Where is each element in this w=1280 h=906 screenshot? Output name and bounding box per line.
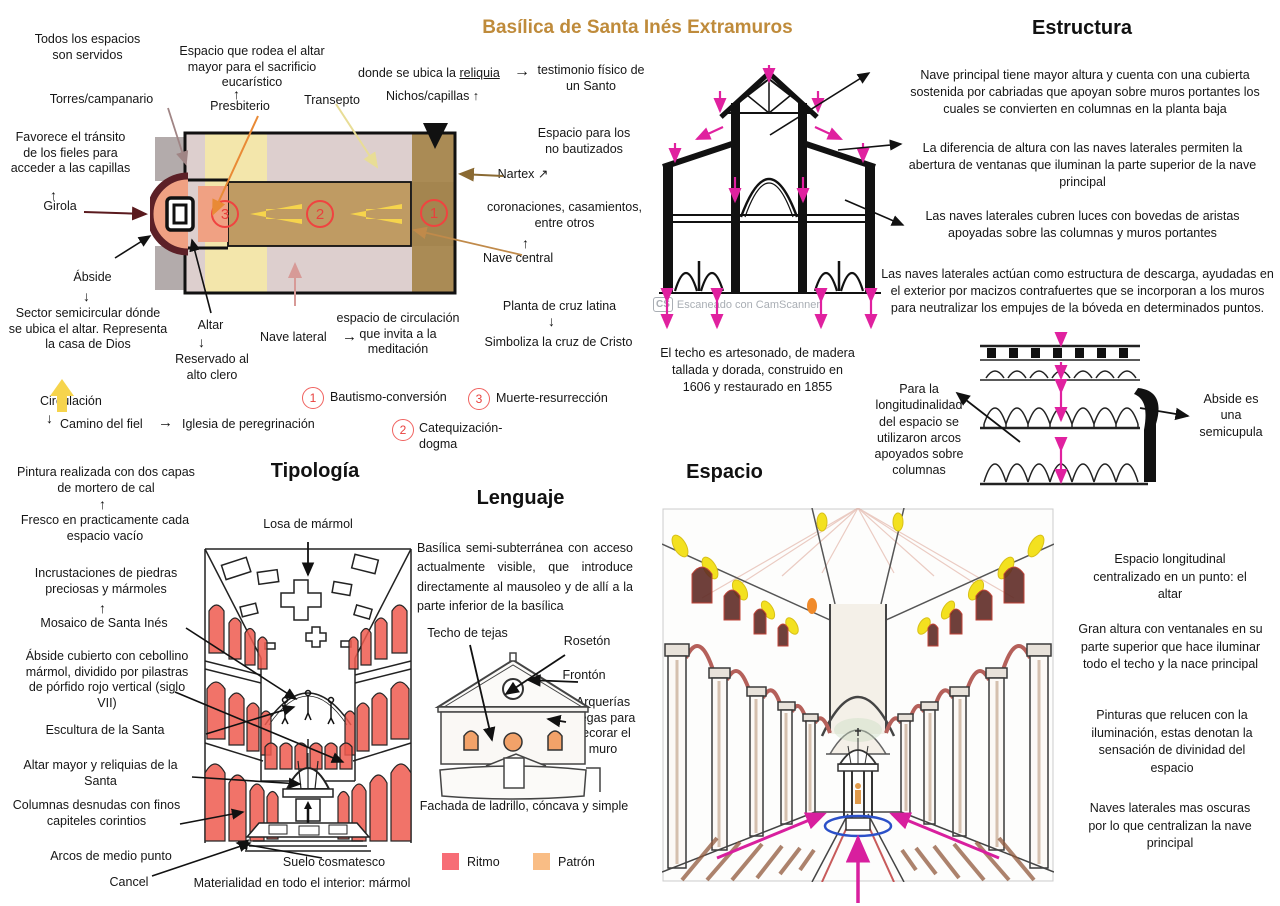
label-altar-mayor: Altar mayor y reliquias de la Santa [23, 758, 178, 788]
label-sector-semicircular: Sector semicircular dónde se ubica el al… [8, 306, 168, 351]
label-donde-reliquia: donde se ubica la reliquia [358, 66, 500, 80]
espacio-paragraph-1: Espacio longitudinal centralizado en un … [1093, 552, 1247, 601]
label-losa-marmol: Losa de mármol [263, 517, 353, 531]
arrow-up-nave-central: ↑ [522, 235, 529, 251]
label-favorece-transito: Favorece el tránsito de los fieles para … [10, 130, 131, 175]
label-mosaico: Mosaico de Santa Inés [40, 616, 168, 630]
label-simboliza-cruz: Simboliza la cruz de Cristo [484, 335, 633, 349]
label-abside-cebollino: Ábside cubierto con cebollino mármol, di… [25, 649, 189, 710]
arcade-elevation-drawing [980, 332, 1159, 486]
arrow-down-altar: ↓ [198, 334, 205, 350]
plan-step-2: 2 [316, 206, 324, 223]
legend-circle-3: 3 [468, 388, 490, 410]
label-patron: Patrón [558, 855, 595, 869]
facade-drawing [434, 652, 601, 800]
plan-step-3: 3 [221, 206, 229, 223]
page-title: Basílica de Santa Inés Extramuros [482, 17, 793, 38]
label-camino-del-fiel: Camino del fiel [60, 417, 143, 431]
label-reservado-alto-clero: Reservado al alto clero [175, 352, 249, 382]
label-nave-lateral: Nave lateral [260, 330, 327, 344]
label-abside-semicupula: Abside es una semicupula [1199, 392, 1263, 439]
arrow-up-fresco: ↑ [99, 496, 106, 512]
label-catequizacion: Catequización-dogma [419, 421, 503, 451]
arrow-down-planta: ↓ [548, 313, 555, 329]
estructura-paragraph-4: Las naves laterales actúan como estructu… [881, 267, 1274, 315]
heading-espacio: Espacio [686, 461, 763, 483]
espacio-paragraph-2: Gran altura con ventanales en su parte s… [1078, 622, 1263, 671]
estructura-paragraph-1: Nave principal tiene mayor altura y cuen… [910, 68, 1260, 116]
arrow-up-presbiterio: ↑ [233, 86, 240, 102]
heading-tipologia: Tipología [270, 460, 360, 482]
floor-plan-drawing: 3 2 1 [150, 123, 457, 295]
label-fachada: Fachada de ladrillo, cóncava y simple [419, 799, 629, 813]
label-roseton: Rosetón [563, 634, 611, 648]
label-transepto: Transepto [304, 93, 360, 107]
label-bautismo: Bautismo-conversión [330, 390, 447, 404]
label-torres-campanario: Torres/campanario [49, 92, 154, 106]
label-muerte: Muerte-resurrección [496, 391, 608, 405]
label-incrustaciones: Incrustaciones de piedras preciosas y má… [34, 566, 178, 596]
label-espacio-circulacion: espacio de circulación que invita a la m… [336, 311, 460, 356]
label-coronaciones: coronaciones, casamientos, entre otros [487, 200, 642, 230]
label-suelo-cosmatesco: Suelo cosmatesco [282, 855, 386, 869]
patron-swatch [533, 853, 550, 870]
label-altar: Altar [197, 318, 224, 332]
label-escultura: Escultura de la Santa [45, 723, 165, 737]
label-girola: Girola [43, 199, 77, 213]
tipologia-interior-drawing [204, 548, 412, 852]
label-techo-tejas: Techo de tejas [427, 626, 508, 640]
label-espacio-rodea-altar: Espacio que rodea el altar mayor para el… [179, 44, 325, 89]
label-cancel: Cancel [109, 875, 149, 889]
label-materialidad: Materialidad en todo el interior: mármol [193, 876, 411, 890]
estructura-paragraph-3: Las naves laterales cubren luces con bov… [925, 209, 1240, 240]
legend-circle-1: 1 [302, 387, 324, 409]
lenguaje-paragraph: Basílica semi-subterránea con acceso act… [417, 541, 633, 614]
label-fronton: Frontón [562, 668, 606, 682]
label-no-bautizados: Espacio para los no bautizados [537, 126, 631, 156]
label-nartex: Nartex ↗ [497, 167, 549, 181]
reliquia-underlined: reliquia [459, 66, 500, 80]
estructura-paragraph-2: La diferencia de altura con las naves la… [908, 141, 1257, 189]
label-circulacion: Circulación [40, 394, 102, 408]
arrow-up-capillas: ↑ [50, 187, 57, 203]
legend-circle-2: 2 [392, 419, 414, 441]
espacio-paragraph-4: Naves laterales mas oscuras por lo que c… [1088, 801, 1252, 850]
label-nichos-capillas: Nichos/capillas ↑ [385, 89, 480, 103]
label-presbiterio: Presbiterio [210, 99, 270, 113]
label-longitudinalidad: Para la longitudinalidad del espacio se … [874, 382, 964, 478]
label-planta-cruz-latina: Planta de cruz latina [502, 299, 617, 313]
arrow-down-abside: ↓ [83, 288, 90, 304]
cross-section-drawing [659, 65, 881, 330]
label-arquerias: Arquerías ciegas para decorar el muro [570, 695, 636, 756]
arrow-right-reliquia: → [514, 63, 530, 80]
arrow-right-nave-lateral: → [342, 328, 357, 345]
label-pintura-mortero: Pintura realizada con dos capas de morte… [17, 465, 195, 495]
label-fresco: Fresco en practicamente cada espacio vac… [20, 513, 190, 543]
label-nave-central: Nave central [483, 251, 554, 265]
heading-lenguaje: Lenguaje [476, 487, 565, 509]
espacio-paragraph-3: Pinturas que relucen con la iluminación,… [1091, 708, 1253, 775]
arrow-up-mosaico: ↑ [99, 600, 106, 616]
label-arcos-medio-punto: Arcos de medio punto [50, 849, 172, 863]
espacio-interior-drawing [662, 508, 1054, 882]
ritmo-swatch [442, 853, 459, 870]
plan-step-1: 1 [430, 205, 438, 222]
label-testimonio-fisico: testimonio físico de un Santo [537, 63, 645, 93]
arrow-right-camino: → [158, 414, 173, 431]
label-ritmo: Ritmo [467, 855, 500, 869]
label-todos-los-espacios: Todos los espacios son servidos [34, 32, 141, 62]
label-techo-artesonado: El techo es artesonado, de madera tallad… [660, 346, 855, 394]
label-abside: Ábside [73, 270, 112, 284]
arrow-down-camino: ↓ [46, 410, 53, 426]
label-columnas-desnudas: Columnas desnudas con finos capiteles co… [12, 798, 181, 828]
heading-estructura: Estructura [1031, 17, 1133, 39]
label-iglesia-peregrinacion: Iglesia de peregrinación [182, 417, 315, 431]
